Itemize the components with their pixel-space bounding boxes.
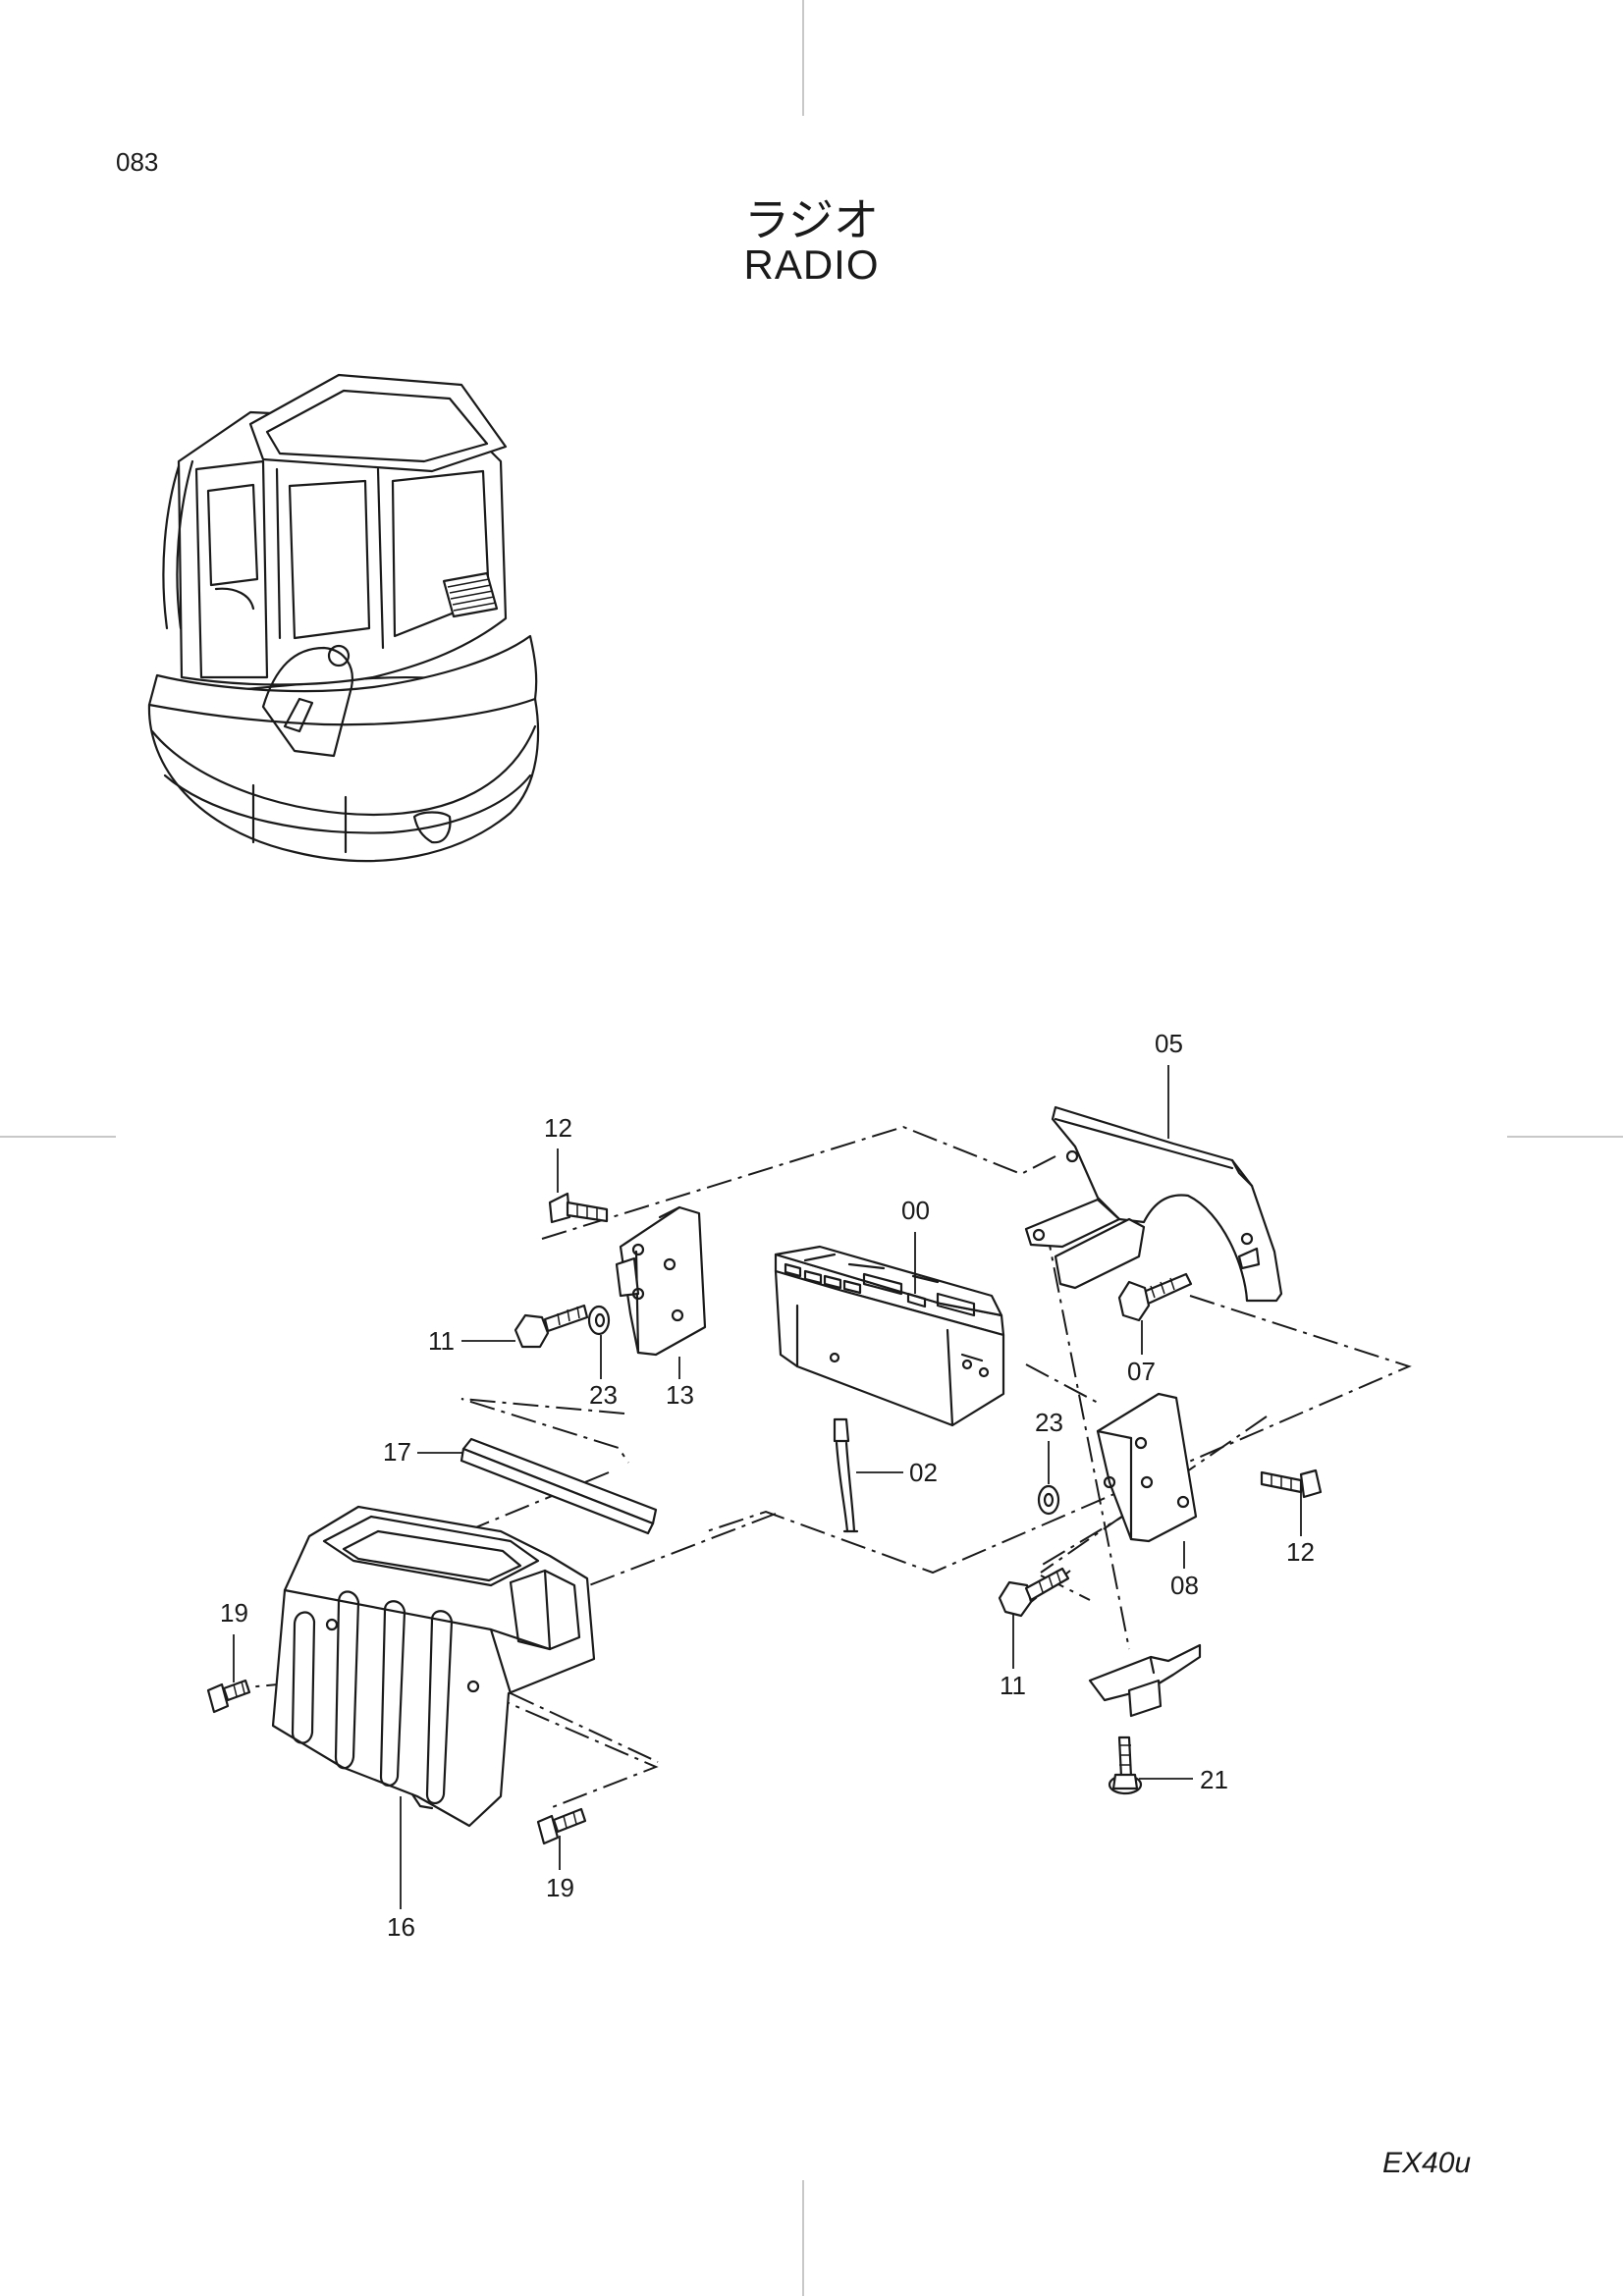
callout-05: 05 — [1155, 1029, 1183, 1058]
callout-13: 13 — [666, 1380, 694, 1410]
part-17-seal-strip — [460, 1437, 658, 1535]
part-13-bracket-left — [615, 1205, 707, 1357]
page-number: 083 — [116, 147, 159, 177]
page-title-japanese: ラジオ — [743, 193, 880, 246]
part-16-radio-cover — [271, 1505, 596, 1828]
callout-00: 00 — [901, 1196, 930, 1225]
callout-07: 07 — [1127, 1357, 1156, 1386]
part-19-screw-right — [536, 1807, 587, 1845]
callout-23-left: 23 — [589, 1380, 618, 1410]
page-title: RADIO — [743, 241, 880, 288]
part-12-bolt-right — [1260, 1468, 1323, 1499]
part-19-screw-left — [206, 1679, 251, 1714]
callout-11-right: 11 — [1000, 1671, 1026, 1700]
part-00-radio-unit — [774, 1245, 1005, 1427]
callout-16: 16 — [387, 1912, 415, 1942]
callout-02: 02 — [909, 1458, 938, 1487]
part-07-bolt — [1117, 1272, 1193, 1322]
excavator-overview-illustration — [147, 373, 540, 863]
part-23-washer-right — [1037, 1484, 1060, 1516]
part-02-antenna-lead — [833, 1417, 859, 1533]
part-11-bolt-right — [998, 1567, 1070, 1618]
part-08-bracket-right — [1096, 1392, 1198, 1543]
callout-17: 17 — [383, 1437, 411, 1467]
part-23-washer-left — [587, 1305, 611, 1336]
callout-19-left: 19 — [220, 1598, 248, 1628]
part-11-bolt-left — [514, 1304, 589, 1349]
callout-12-upper: 12 — [544, 1113, 572, 1143]
callout-21: 21 — [1200, 1765, 1228, 1794]
callout-leaders — [233, 1065, 1302, 1909]
callout-11-left: 11 — [428, 1326, 455, 1356]
part-12-bolt-upper — [548, 1192, 609, 1224]
part-05-mounting-plate — [1024, 1105, 1283, 1303]
model-code: EX40u — [1382, 2147, 1472, 2179]
callout-12-right: 12 — [1286, 1537, 1315, 1567]
callout-19-right: 19 — [546, 1873, 574, 1902]
part-21-bolt-with-clip — [1088, 1643, 1202, 1795]
callout-08: 08 — [1170, 1571, 1199, 1600]
callout-labels: 05 12 00 07 11 23 13 23 02 12 08 11 17 1… — [220, 1029, 1315, 1942]
callout-23-right: 23 — [1035, 1408, 1063, 1437]
